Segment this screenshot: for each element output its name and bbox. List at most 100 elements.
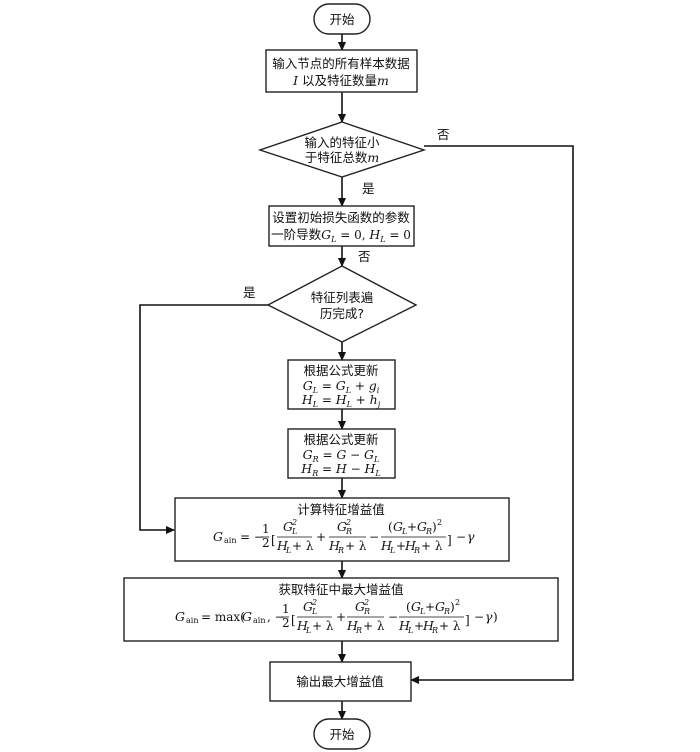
svg-text:2: 2 (345, 518, 351, 527)
cond1-label-line1: 输入的特征小 (304, 135, 380, 150)
maxgain-title: 获取特征中最大增益值 (278, 582, 403, 597)
decision-features-less-than-total: 输入的特征小 于特征总数m (257, 121, 427, 178)
svg-text:G: G (242, 609, 252, 624)
svg-text:γ: γ (485, 609, 493, 624)
svg-text:]: ] (465, 613, 470, 627)
init-label-line2: 一阶导数GL = 0, HL = 0 (271, 227, 411, 244)
edge-cond2-yes (139, 304, 268, 534)
svg-text:G: G (435, 599, 445, 614)
updL-eq2: HL = HL + hj (301, 392, 381, 409)
svg-text:[: [ (271, 533, 276, 547)
edge-label-init-no: 否 (358, 249, 371, 264)
svg-text:R: R (425, 527, 432, 536)
end-node: 开始 (313, 718, 371, 750)
svg-text:2: 2 (282, 616, 290, 630)
svg-text:H: H (276, 538, 289, 553)
svg-text:H: H (380, 538, 393, 553)
svg-text:]: ] (447, 533, 452, 547)
svg-text:+: + (407, 520, 417, 534)
svg-text:1: 1 (282, 602, 290, 616)
update-left-node: 根据公式更新 GL = GL + gi HL = HL + hj (287, 359, 396, 410)
svg-text:2: 2 (311, 598, 317, 607)
svg-text:H: H (404, 538, 417, 553)
svg-text:H: H (346, 618, 359, 633)
decision-feature-list-done: 特征列表遍 历完成? (266, 265, 418, 343)
svg-text:+: + (336, 610, 346, 624)
svg-text:L: L (407, 626, 413, 635)
svg-text:H: H (398, 618, 411, 633)
svg-text:G: G (411, 599, 421, 614)
svg-text:G: G (337, 519, 347, 534)
edge-label-cond1-no: 否 (437, 127, 450, 142)
svg-text:G: G (393, 519, 403, 534)
svg-text:2: 2 (363, 598, 369, 607)
edges (139, 34, 574, 720)
updR-eq2: HR = H − HL (300, 461, 380, 478)
edge-cond1-no (410, 145, 574, 684)
svg-text:G: G (213, 529, 223, 544)
svg-text:H: H (422, 618, 435, 633)
svg-text:−: − (474, 610, 484, 624)
max-gain-node: 获取特征中最大增益值 G ain = max( G ain , − 1 2 [ … (123, 577, 559, 642)
svg-text:): ) (450, 600, 455, 614)
updR-title: 根据公式更新 (303, 432, 378, 447)
svg-text:): ) (493, 610, 498, 624)
svg-text:(: ( (388, 520, 393, 534)
svg-text:[: [ (291, 613, 296, 627)
svg-text:G: G (417, 519, 427, 534)
gain-title: 计算特征增益值 (297, 502, 385, 517)
svg-text:+ λ: + λ (312, 619, 334, 633)
start-node: 开始 (313, 3, 371, 35)
svg-text:+: + (396, 539, 406, 553)
svg-text:2: 2 (262, 536, 270, 550)
init-label-line1: 设置初始损失函数的参数 (272, 210, 410, 225)
svg-text:= −: = − (240, 530, 264, 544)
svg-text:2: 2 (455, 598, 460, 607)
svg-text:L: L (419, 607, 425, 616)
init-node: 设置初始损失函数的参数 一阶导数GL = 0, HL = 0 (268, 205, 415, 247)
svg-text:+: + (425, 600, 435, 614)
svg-text:+ λ: + λ (292, 539, 314, 553)
svg-text:L: L (389, 546, 395, 555)
svg-text:1: 1 (262, 522, 270, 536)
svg-text:L: L (285, 546, 291, 555)
edge-label-cond2-yes: 是 (243, 285, 256, 300)
svg-text:R: R (363, 607, 370, 616)
svg-text:= max(: = max( (201, 610, 245, 624)
svg-text:R: R (345, 527, 352, 536)
svg-text:R: R (431, 626, 438, 635)
svg-text:L: L (311, 607, 317, 616)
input-node: 输入节点的所有样本数据 I 以及特征数量m (265, 49, 418, 93)
svg-text:+ λ: + λ (345, 539, 367, 553)
svg-text:R: R (443, 607, 450, 616)
svg-text:+ λ: + λ (421, 539, 443, 553)
input-label-line2: I 以及特征数量m (292, 73, 389, 88)
svg-text:G: G (283, 519, 293, 534)
svg-text:R: R (355, 626, 362, 635)
svg-text:+ λ: + λ (439, 619, 461, 633)
svg-text:H: H (328, 538, 341, 553)
svg-text:ain: ain (224, 536, 236, 545)
end-label: 开始 (329, 727, 355, 742)
cond2-label-line1: 特征列表遍 (311, 290, 374, 305)
svg-text:2: 2 (437, 518, 442, 527)
svg-text:L: L (291, 527, 297, 536)
svg-text:−: − (369, 530, 379, 544)
svg-text:H: H (296, 618, 309, 633)
svg-text:−: − (456, 530, 466, 544)
edge-label-cond1-yes: 是 (362, 181, 375, 196)
updL-title: 根据公式更新 (303, 363, 378, 378)
svg-text:+: + (316, 530, 326, 544)
input-label-line1: 输入节点的所有样本数据 (272, 56, 410, 71)
svg-text:): ) (432, 520, 437, 534)
output-node: 输出最大增益值 (269, 661, 412, 702)
updL-eq1: GL = GL + gi (303, 378, 380, 395)
svg-text:γ: γ (467, 529, 475, 544)
update-right-node: 根据公式更新 GR = G − GL HR = H − HL (287, 428, 396, 479)
svg-text:ain: ain (186, 616, 198, 625)
cond1-label-line2: 于特征总数m (305, 150, 379, 165)
svg-text:+ λ: + λ (363, 619, 385, 633)
